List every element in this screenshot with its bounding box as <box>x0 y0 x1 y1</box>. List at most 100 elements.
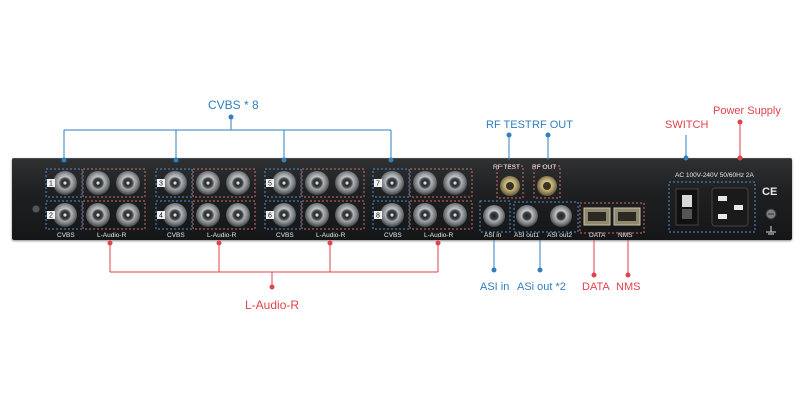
bnc-pin <box>390 213 394 217</box>
bnc-pin <box>96 181 100 185</box>
bnc-pin <box>96 213 100 217</box>
port-number-tag <box>157 211 165 219</box>
panel-asi-in-label: ASI in <box>484 232 502 239</box>
rf-callout-lines <box>493 135 687 270</box>
bnc-pin <box>315 181 319 185</box>
bnc-pin <box>423 181 427 185</box>
switch-label: SWITCH <box>665 119 709 131</box>
port-number-tag <box>266 211 274 219</box>
rf-test-label: RF TEST <box>486 119 532 131</box>
port-number-tag <box>374 211 382 219</box>
panel-asi-out2-label: ASI out2 <box>547 232 572 239</box>
port-number-tag <box>266 179 274 187</box>
cvbs-port-frame <box>264 200 302 230</box>
red-right-callout-lines <box>593 122 741 275</box>
panel-l-audio-r-label: L-Audio-R <box>207 232 237 239</box>
data-label: DATA <box>582 281 610 293</box>
cvbs-port-frame <box>372 168 410 198</box>
rf-out-label: RF OUT <box>532 119 573 131</box>
port-number: 8 <box>376 213 380 220</box>
bnc-pin <box>453 213 457 217</box>
bnc-pin <box>236 213 240 217</box>
bnc-pin <box>63 181 67 185</box>
cvbs-callout-lines <box>63 117 392 160</box>
panel-ac-rating: AC 100V-240V 50/60Hz 2A <box>675 172 754 179</box>
bnc-pin <box>282 213 286 217</box>
panel-data-label: DATA <box>589 232 606 239</box>
bnc-pin <box>126 213 130 217</box>
panel-asi-out1-label: ASI out1 <box>514 232 539 239</box>
audio-callout-dots <box>107 240 441 290</box>
cvbs-port-frame <box>155 200 193 230</box>
rf-connectors <box>496 165 561 199</box>
bnc-pin <box>206 181 210 185</box>
bnc-pin <box>423 213 427 217</box>
panel-cvbs-label: CVBS <box>276 232 294 239</box>
rj45-ports <box>579 202 645 234</box>
ce-mark: CE <box>762 186 778 198</box>
panel-cvbs-label: CVBS <box>167 232 185 239</box>
bnc-pin <box>126 181 130 185</box>
panel-rf-out-label: RF OUT <box>532 164 557 171</box>
port-number-tag <box>157 179 165 187</box>
audio-port-frame <box>192 200 256 230</box>
panel-l-audio-r-label: L-Audio-R <box>97 232 127 239</box>
rear-panel <box>12 158 792 240</box>
bnc-pin <box>282 181 286 185</box>
bnc-pin <box>453 181 457 185</box>
bnc-pin <box>236 181 240 185</box>
audio-callout-lines <box>109 243 439 287</box>
rf-callout-dots <box>491 132 689 273</box>
bnc-pin <box>206 213 210 217</box>
power-module <box>668 181 756 233</box>
port-number-tag <box>374 179 382 187</box>
cvbs-group-label: CVBS * 8 <box>208 98 259 112</box>
bnc-pin <box>63 213 67 217</box>
asi-in-label: ASI in <box>480 281 510 293</box>
ground-icon <box>766 226 776 235</box>
cvbs-port-frame <box>372 200 410 230</box>
audio-port-frame <box>409 200 473 230</box>
bnc-pin <box>173 181 177 185</box>
port-number: 3 <box>159 181 163 188</box>
audio-port-frame <box>82 168 146 198</box>
audio-port-frame <box>409 168 473 198</box>
panel-cvbs-label: CVBS <box>384 232 402 239</box>
cvbs-port-frame <box>264 168 302 198</box>
cvbs-port-frame <box>155 168 193 198</box>
bnc-pin <box>345 181 349 185</box>
panel-nms-label: NMS <box>618 232 633 239</box>
l-audio-r-group-label: L-Audio-R <box>245 298 300 312</box>
cvbs-port-frame <box>45 168 83 198</box>
bnc-pin <box>345 213 349 217</box>
cvbs-callout-dots <box>61 114 394 163</box>
audio-port-frame <box>301 168 365 198</box>
panel-cvbs-label: CVBS <box>57 232 75 239</box>
audio-port-frame <box>301 200 365 230</box>
bnc-pin <box>315 213 319 217</box>
port-number-tag <box>47 179 55 187</box>
bnc-groups: 1 2 3 4 5 6 7 8 <box>45 168 473 230</box>
port-number: 5 <box>268 181 272 188</box>
port-number: 7 <box>376 181 380 188</box>
panel-l-audio-r-label: L-Audio-R <box>316 232 346 239</box>
bnc-pin <box>173 213 177 217</box>
nms-label: NMS <box>616 281 641 293</box>
red-right-callout-dots <box>591 119 743 278</box>
panel-rf-test-label: RF TEST <box>493 164 520 171</box>
asi-connectors <box>479 200 579 233</box>
port-number: 6 <box>268 213 272 220</box>
power-supply-label: Power Supply <box>713 105 781 117</box>
port-number: 4 <box>159 213 163 220</box>
port-number: 1 <box>49 181 53 188</box>
asi-out-label: ASi out *2 <box>517 281 566 293</box>
port-number-tag <box>47 211 55 219</box>
audio-port-frame <box>192 168 256 198</box>
panel-l-audio-r-label: L-Audio-R <box>424 232 454 239</box>
chassis-screws <box>31 204 777 220</box>
audio-port-frame <box>82 200 146 230</box>
bnc-pin <box>390 181 394 185</box>
cvbs-port-frame <box>45 200 83 230</box>
port-number: 2 <box>49 213 53 220</box>
